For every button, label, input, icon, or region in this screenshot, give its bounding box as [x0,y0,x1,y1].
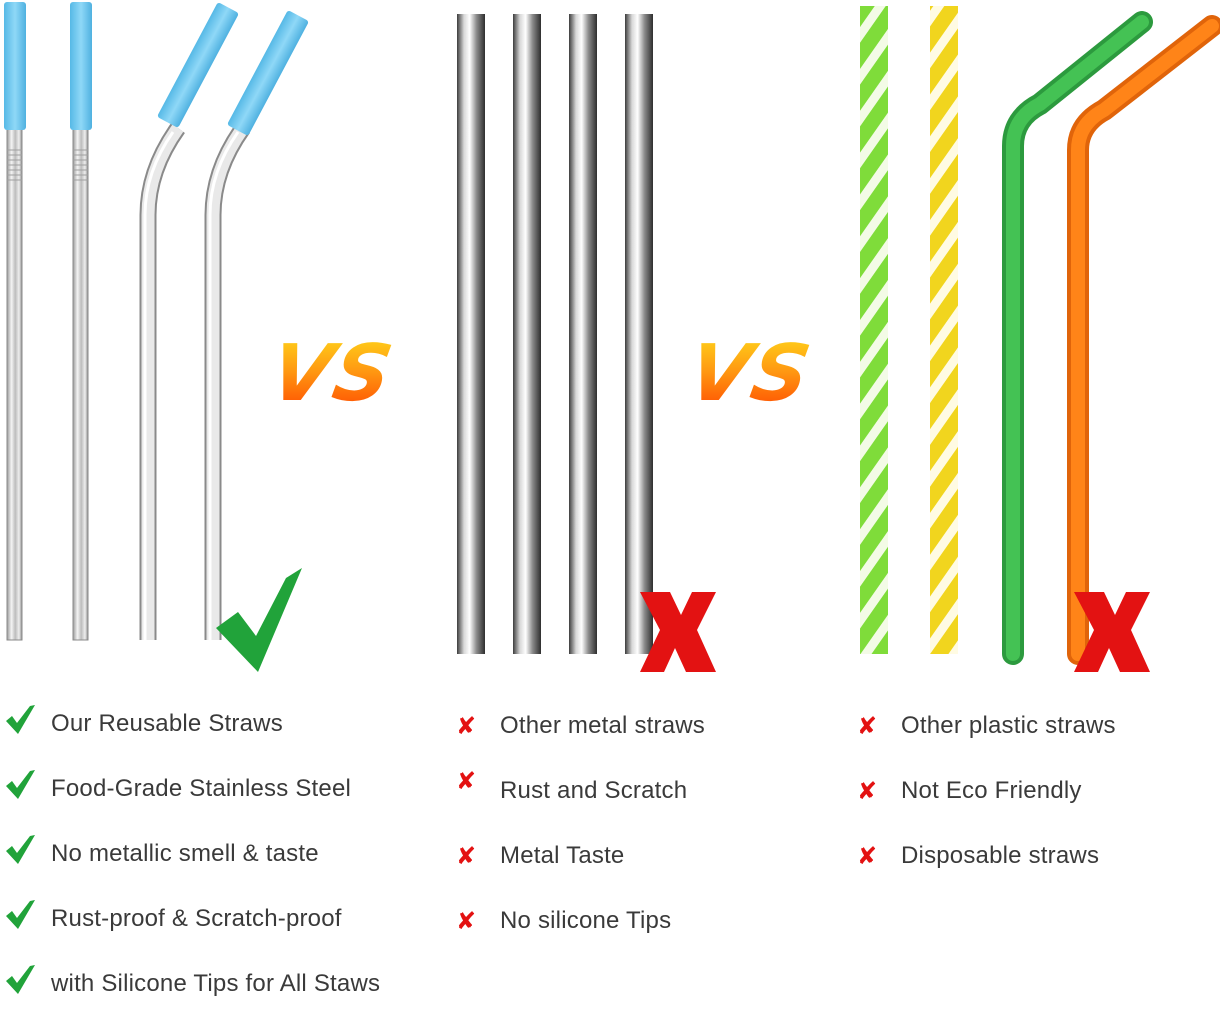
check-icon [6,900,35,929]
drawback-label: Metal Taste [500,842,625,869]
x-icon: ✘ [857,712,878,740]
plastic-straws-image [860,6,1220,665]
vs-label-left: VS [264,329,401,419]
reusable-straws-image [4,2,309,641]
metal-straws-image [457,14,653,654]
x-icon: ✘ [456,907,477,935]
drawback-label: Other metal straws [500,712,705,739]
x-icon [1074,592,1150,672]
drawback-label: Not Eco Friendly [901,777,1082,804]
drawback-label: Disposable straws [901,842,1100,869]
check-icon [6,965,35,994]
check-icon [6,770,35,799]
feature-label: Food-Grade Stainless Steel [51,775,352,802]
feature-label: Our Reusable Straws [51,710,283,737]
x-icon [640,592,716,672]
drawback-label: No silicone Tips [500,907,672,934]
feature-label: Rust-proof & Scratch-proof [51,905,342,932]
feature-label: with Silicone Tips for All Staws [51,970,381,997]
x-icon: ✘ [456,712,477,740]
x-icon: ✘ [456,842,477,870]
x-icon: ✘ [857,842,878,870]
check-icon [216,568,302,672]
drawback-label: Other plastic straws [901,712,1116,739]
check-icon [6,705,35,734]
check-icon [6,835,35,864]
drawback-label: Rust and Scratch [500,777,688,804]
feature-label: No metallic smell & taste [51,840,319,867]
vs-label-right: VS [682,329,819,419]
x-icon: ✘ [857,777,878,805]
x-icon: ✘ [456,767,477,795]
straws-illustration [4,2,1220,672]
